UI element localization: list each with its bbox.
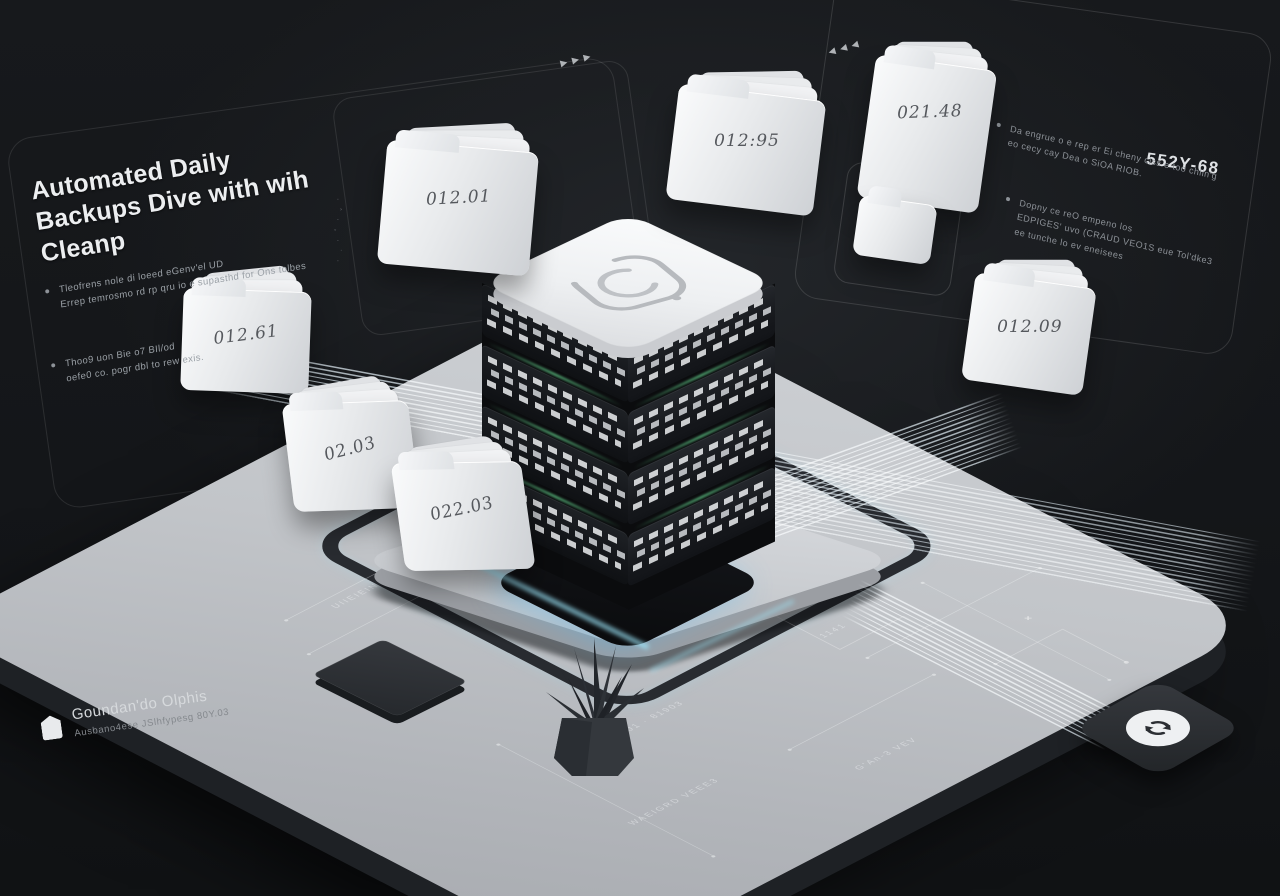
folder-body xyxy=(852,194,938,266)
folder-body: 012.09 xyxy=(960,272,1097,396)
refresh-tile xyxy=(1073,668,1243,788)
folder-label: 021.48 xyxy=(896,101,963,124)
folder-012-01: 012.01 xyxy=(376,122,540,277)
server-logo-icon xyxy=(569,255,687,311)
server-cap-top xyxy=(480,213,776,353)
folder-label: 022.03 xyxy=(427,492,497,525)
server-top-cap xyxy=(480,179,776,387)
refresh-tile-surface xyxy=(1073,679,1243,777)
folder-body: 022.03 xyxy=(390,460,536,572)
database-tag-icon xyxy=(40,714,63,741)
plant xyxy=(546,638,644,776)
folder-body: 012.01 xyxy=(376,139,540,277)
folder-label: 012:95 xyxy=(714,131,780,152)
refresh-icon xyxy=(1145,721,1171,735)
plant-leaves xyxy=(546,638,644,724)
notebook xyxy=(312,628,468,728)
folder-body: 012:95 xyxy=(665,83,827,217)
folder-022-03: 022.03 xyxy=(390,435,536,572)
folder-012-95: 012:95 xyxy=(665,70,827,217)
refresh-circle xyxy=(1112,702,1204,754)
folder-small-empty xyxy=(852,193,938,266)
folder-label: 012.09 xyxy=(997,316,1063,337)
folder-label: 012.01 xyxy=(425,186,492,210)
tick-column: · ˆ · ¸ · ˙ · xyxy=(334,198,341,265)
etched-label: G'An-3 VEV xyxy=(852,736,921,772)
plant-pot xyxy=(554,718,634,776)
folder-012-09: 012.09 xyxy=(960,259,1097,396)
